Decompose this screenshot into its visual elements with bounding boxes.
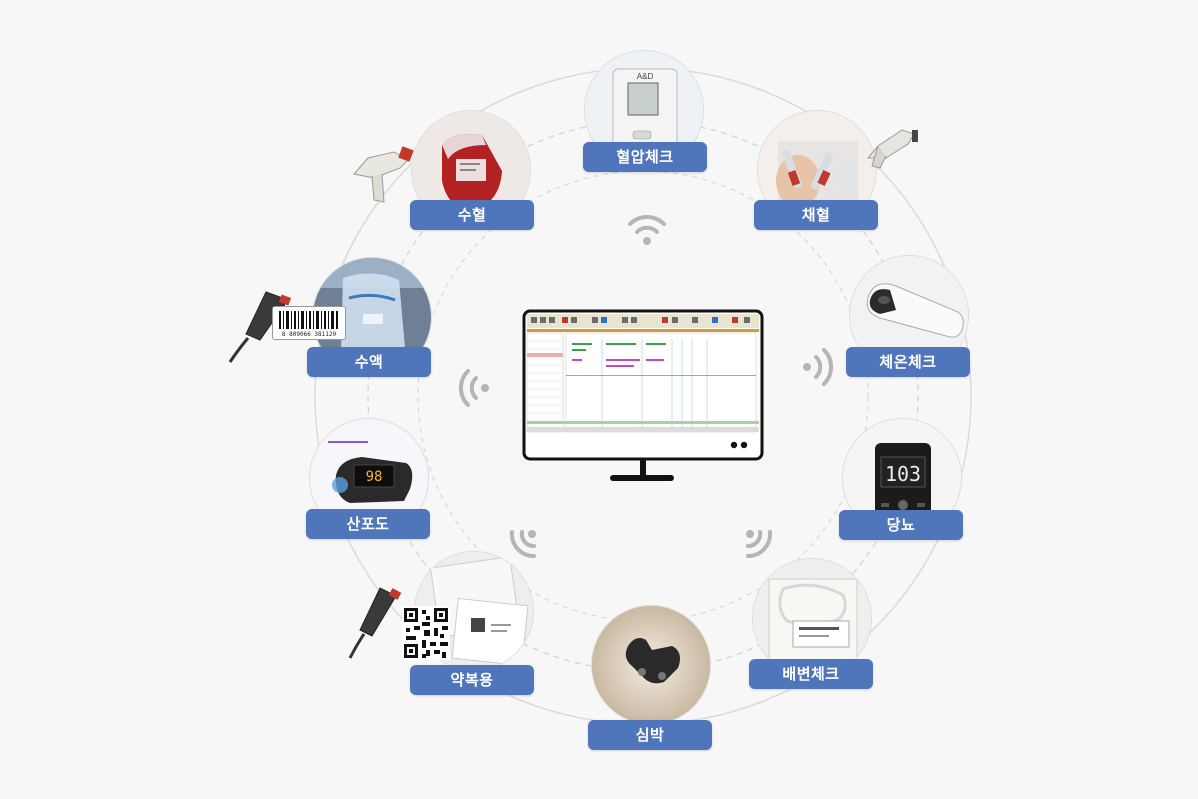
heart-rate-photo [591,605,711,725]
barcode-scanner-icon [348,587,402,659]
wifi-icon [746,530,773,559]
glucose-reading: 103 [885,462,921,486]
node-label-excretion[interactable]: 배변체크 [749,659,873,689]
oximeter-reading: 98 [366,469,383,485]
node-label-glucose[interactable]: 당뇨 [839,510,963,540]
wifi-icon [458,369,489,407]
barcode-scanner-icon [866,129,918,169]
excretion-photo [752,558,872,678]
qr-code-icon [402,606,450,660]
node-label-blood-draw[interactable]: 채혈 [754,200,878,230]
wifi-icon [628,214,666,245]
bp-brand-text: A&D [637,72,654,81]
node-label-blood-pressure[interactable]: 혈압체크 [583,142,707,172]
barcode-scanner-icon [353,146,414,203]
wifi-icon [509,530,536,559]
node-label-heart-rate[interactable]: 심박 [588,720,712,750]
monitor-icon [522,309,764,481]
barcode-icon: 8 809066 381120 [272,306,346,340]
barcode-number: 8 809066 381120 [281,331,337,338]
node-label-medication[interactable]: 약복용 [410,665,534,695]
node-label-fluid[interactable]: 수액 [307,347,431,377]
barcode-scanner-icon [228,291,292,363]
node-label-temperature[interactable]: 체온체크 [846,347,970,377]
node-label-transfusion[interactable]: 수혈 [410,200,534,230]
wifi-icon [803,348,834,386]
node-label-oxygen[interactable]: 산포도 [306,509,430,539]
